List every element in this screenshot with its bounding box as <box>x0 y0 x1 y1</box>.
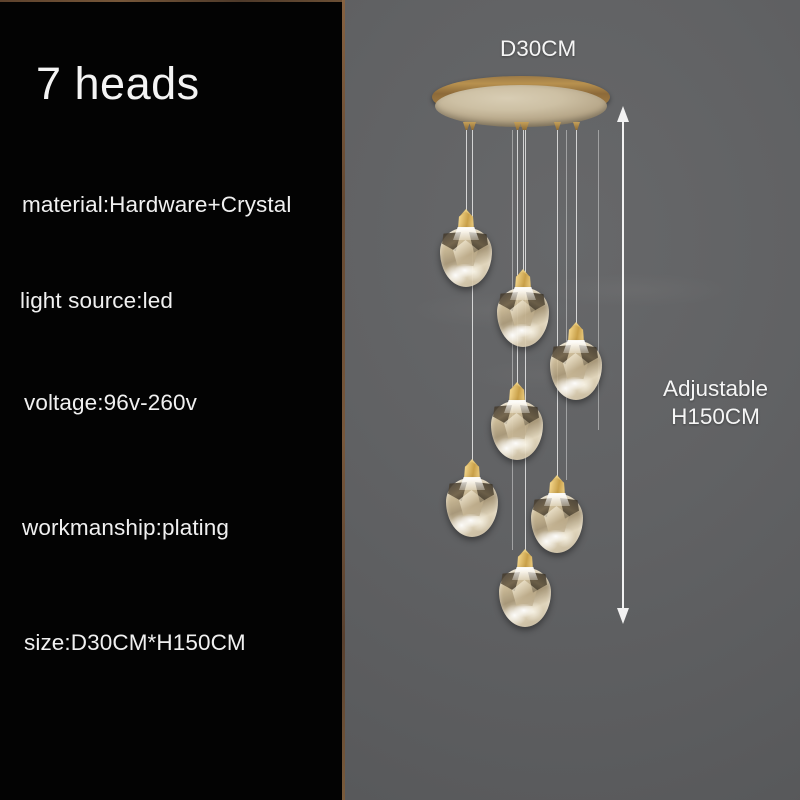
canopy-wire-nub <box>522 122 529 130</box>
height-label-line2: H150CM <box>671 404 760 430</box>
suspension-wire <box>466 130 468 216</box>
pendant-collar <box>512 567 538 580</box>
crystal-pendant <box>529 475 585 554</box>
suspension-wire <box>566 130 568 480</box>
height-label: Adjustable H150CM <box>663 375 768 431</box>
spec-material: material:Hardware+Crystal <box>22 192 292 217</box>
diameter-label: D30CM <box>500 36 577 61</box>
spec-voltage: voltage:96v-260v <box>24 390 197 415</box>
pendant-glint <box>454 264 478 282</box>
pendant-collar <box>459 477 485 490</box>
suspension-wire <box>576 130 578 329</box>
pendant-collar <box>504 400 530 413</box>
pendant-collar <box>563 340 589 353</box>
arrow-up-icon <box>617 106 629 122</box>
canopy-wire-nub <box>469 122 476 130</box>
suspension-wire <box>557 130 559 482</box>
canopy-wire-nub <box>514 122 521 130</box>
canopy-wire-nub <box>463 122 470 130</box>
spec-size: size:D30CM*H150CM <box>24 630 246 655</box>
spec-light-source: light source:led <box>20 288 173 313</box>
suspension-wire <box>598 130 600 430</box>
crystal-pendant <box>489 382 545 461</box>
suspension-wire <box>517 130 519 389</box>
height-measure-arrow <box>617 106 629 624</box>
panel-divider <box>342 0 345 800</box>
specification-panel: 7 heads material:Hardware+Crystal light … <box>0 0 343 800</box>
pendant-collar <box>453 227 479 240</box>
product-photo-panel: D30CM Adjustable H150CM <box>345 0 800 800</box>
arrow-down-icon <box>617 608 629 624</box>
pendant-glint <box>513 604 537 622</box>
canopy-wire-nub <box>554 122 561 130</box>
canopy-wire-nub <box>573 122 580 130</box>
canopy-face <box>435 85 607 127</box>
ceiling-canopy <box>432 76 610 130</box>
crystal-pendant <box>497 549 553 628</box>
crystal-pendant <box>548 322 604 401</box>
suspension-wire <box>472 130 474 466</box>
page-title: 7 heads <box>36 58 200 109</box>
pendant-glint <box>564 377 588 395</box>
height-label-line1: Adjustable <box>663 376 769 401</box>
measure-line <box>622 115 624 615</box>
crystal-pendant <box>495 269 551 348</box>
pendant-glint <box>505 437 529 455</box>
pendant-glint <box>460 514 484 532</box>
pendant-collar <box>510 287 536 300</box>
pendant-glint <box>511 324 535 342</box>
spec-workmanship: workmanship:plating <box>22 515 230 540</box>
suspension-wire <box>523 130 525 276</box>
crystal-pendant <box>438 209 494 288</box>
crystal-pendant <box>444 459 500 538</box>
pendant-collar <box>544 493 570 506</box>
pendant-glint <box>545 530 569 548</box>
